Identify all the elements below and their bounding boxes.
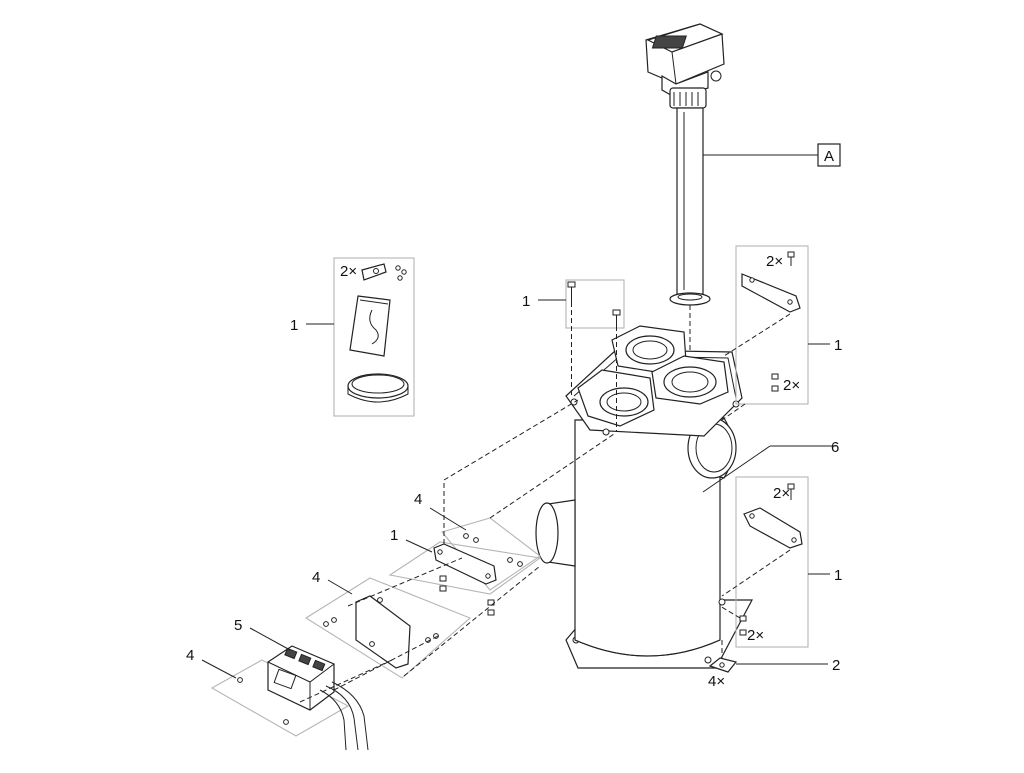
callout-4-label-a: 4 <box>414 491 422 508</box>
kit-lid-screws <box>565 279 625 432</box>
callout-1-mount: 1 <box>390 527 433 553</box>
mount-plate-lower <box>210 659 350 737</box>
socket-right <box>651 355 729 405</box>
kit-bracket-lower-qty-top: 2× <box>773 485 790 502</box>
kit-bracket-upper: 2× 2× <box>721 245 809 421</box>
callout-a-frame <box>817 143 841 167</box>
callout-4-label-b: 4 <box>312 569 320 586</box>
callout-1-label-b: 1 <box>522 293 530 310</box>
filter-housing <box>535 325 753 669</box>
callout-1-bracket-lower: 1 <box>808 567 842 584</box>
callout-1-label-e: 1 <box>390 527 398 544</box>
callout-2: 2 <box>736 657 840 674</box>
callout-4-lower: 4 <box>186 647 237 679</box>
kit-bracket-upper-qty-top: 2× <box>766 253 783 270</box>
callout-1-label-d: 1 <box>834 567 842 584</box>
uv-clarifier-unit <box>645 23 725 306</box>
assembly-paths <box>299 399 615 703</box>
kit-bracket-lower: 2× 2× <box>719 476 809 648</box>
callout-5-label: 5 <box>234 617 242 634</box>
foot-part: 4× <box>708 640 738 690</box>
callout-4-label-c: 4 <box>186 647 194 664</box>
socket-back <box>611 325 687 373</box>
kit-bracket-upper-qty-bottom: 2× <box>783 377 800 394</box>
callout-1-kit-lid: 1 <box>522 293 566 310</box>
callout-1-label-a: 1 <box>290 317 298 334</box>
kit-seal-set-qty: 2× <box>340 263 357 280</box>
callout-6: 6 <box>702 439 839 493</box>
mount-plate-middle <box>304 577 472 679</box>
kit-seal-set: 2× <box>333 257 415 417</box>
callout-a-label: A <box>824 148 834 165</box>
callout-6-label: 6 <box>831 439 839 456</box>
callout-4-middle: 4 <box>312 569 353 595</box>
callout-a: A <box>703 143 841 167</box>
switch-unit <box>267 645 369 751</box>
callout-5: 5 <box>234 617 291 651</box>
callout-2-label: 2 <box>832 657 840 674</box>
mount-plate-upper <box>388 517 542 616</box>
callout-1-bracket-upper: 1 <box>808 337 842 354</box>
callout-1-kit-seal: 1 <box>290 317 334 334</box>
callout-1-label-c: 1 <box>834 337 842 354</box>
callout-4-upper: 4 <box>414 491 467 531</box>
kit-bracket-lower-qty-bottom: 2× <box>747 627 764 644</box>
foot-qty: 4× <box>708 673 725 690</box>
